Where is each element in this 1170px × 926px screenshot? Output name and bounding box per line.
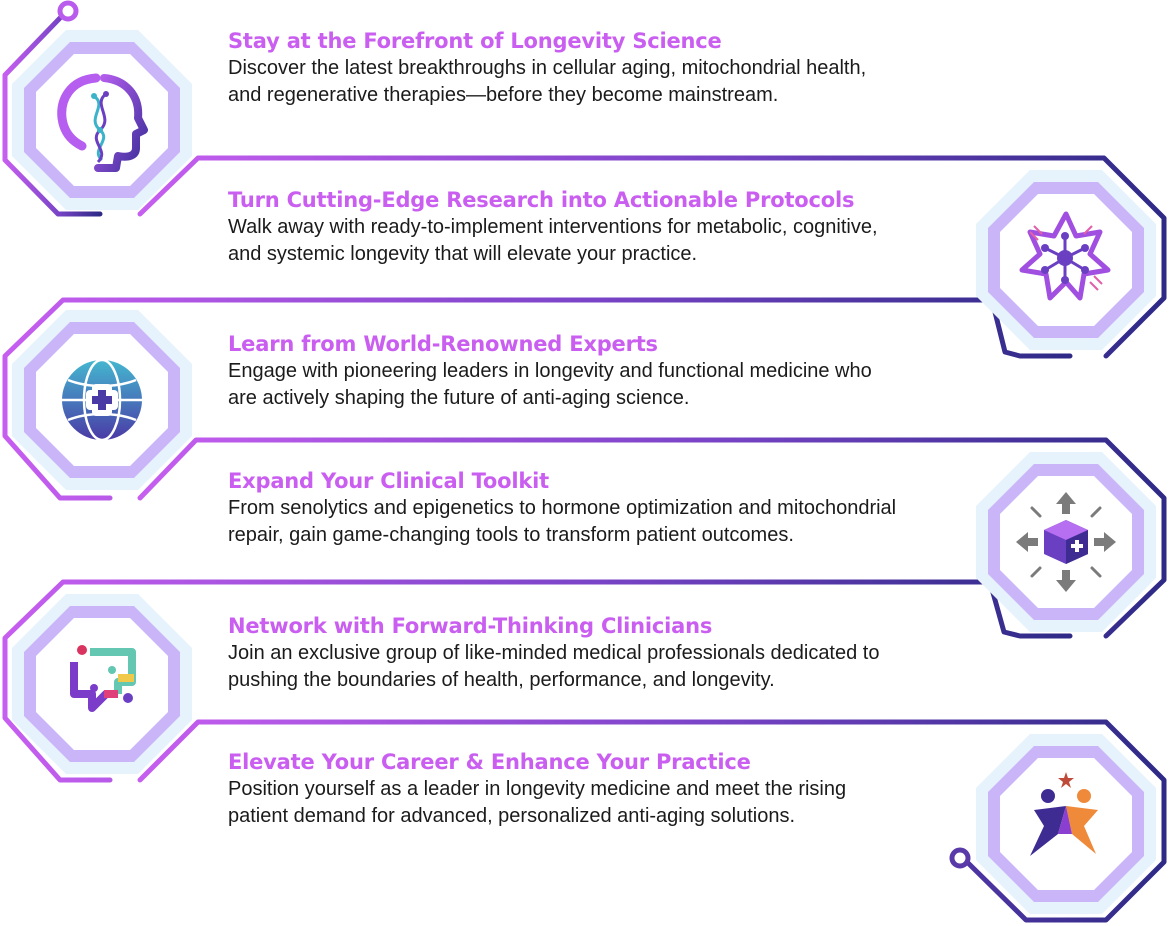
benefit-title: Elevate Your Career & Enhance Your Pract… xyxy=(228,750,751,774)
description-line: Discover the latest breakthroughs in cel… xyxy=(228,57,867,79)
description-line: and regenerative therapies—before they b… xyxy=(228,84,779,106)
benefit-description: Join an exclusive group of like-minded m… xyxy=(228,640,968,694)
description-line: and systemic longevity that will elevate… xyxy=(228,243,698,265)
badge-4 xyxy=(972,448,1160,636)
benefit-description: Walk away with ready-to-implement interv… xyxy=(228,214,968,268)
benefit-description: Discover the latest breakthroughs in cel… xyxy=(228,55,968,109)
expanding-medical-box-icon xyxy=(1016,492,1116,592)
badge-6 xyxy=(972,730,1160,918)
badge-3 xyxy=(8,306,196,494)
benefit-item-4: Expand Your Clinical Toolkit From senoly… xyxy=(228,467,968,549)
description-line: Walk away with ready-to-implement interv… xyxy=(228,216,878,238)
description-line: Engage with pioneering leaders in longev… xyxy=(228,360,872,382)
benefit-title: Expand Your Clinical Toolkit xyxy=(228,469,549,493)
description-line: From senolytics and epigenetics to hormo… xyxy=(228,497,897,519)
description-line: are actively shaping the future of anti-… xyxy=(228,387,690,409)
benefit-title: Learn from World-Renowned Experts xyxy=(228,332,658,356)
benefit-title: Network with Forward-Thinking Clinicians xyxy=(228,614,713,638)
description-line: Position yourself as a leader in longevi… xyxy=(228,778,847,800)
benefit-item-5: Network with Forward-Thinking Clinicians… xyxy=(228,612,968,694)
benefit-description: Position yourself as a leader in longevi… xyxy=(228,776,968,830)
description-line: Join an exclusive group of like-minded m… xyxy=(228,642,880,664)
benefit-item-2: Turn Cutting-Edge Research into Actionab… xyxy=(228,186,968,268)
benefit-title: Turn Cutting-Edge Research into Actionab… xyxy=(228,188,855,212)
badge-5 xyxy=(8,590,196,778)
badge-2 xyxy=(972,166,1160,354)
benefit-item-1: Stay at the Forefront of Longevity Scien… xyxy=(228,27,968,109)
benefit-description: From senolytics and epigenetics to hormo… xyxy=(228,495,968,549)
description-line: patient demand for advanced, personalize… xyxy=(228,805,796,827)
benefit-item-3: Learn from World-Renowned Experts Engage… xyxy=(228,330,968,412)
molecule-network-icon xyxy=(1019,211,1111,301)
benefit-description: Engage with pioneering leaders in longev… xyxy=(228,358,968,412)
badge-1 xyxy=(8,26,196,214)
head-dna-icon xyxy=(57,73,148,172)
description-line: repair, gain game-changing tools to tran… xyxy=(228,524,794,546)
star-people-icon xyxy=(1030,772,1098,856)
globe-medical-cross-icon xyxy=(62,358,142,442)
description-line: pushing the boundaries of health, perfor… xyxy=(228,669,775,691)
chat-bubbles-network-icon xyxy=(70,645,136,712)
benefit-title: Stay at the Forefront of Longevity Scien… xyxy=(228,29,722,53)
benefit-item-6: Elevate Your Career & Enhance Your Pract… xyxy=(228,748,968,830)
